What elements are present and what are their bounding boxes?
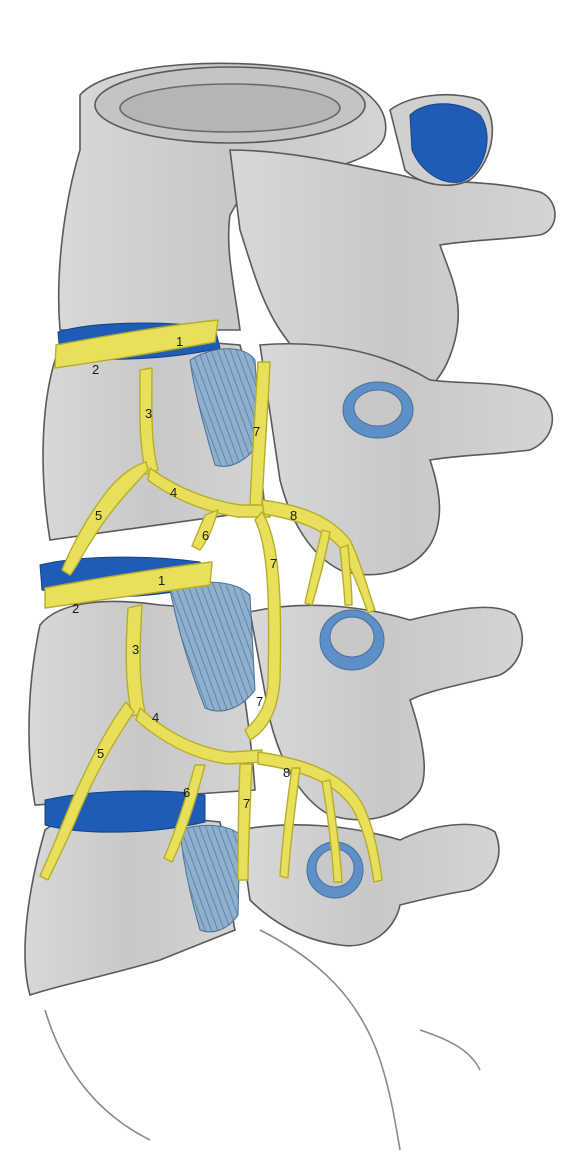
label-lower-8: 8 bbox=[283, 765, 290, 780]
label-upper-7b: 7 bbox=[270, 556, 277, 571]
label-upper-8: 8 bbox=[290, 508, 297, 523]
label-lower-7a: 7 bbox=[256, 694, 263, 709]
label-upper-3: 3 bbox=[145, 406, 152, 421]
label-upper-2: 2 bbox=[92, 362, 99, 377]
label-lower-3: 3 bbox=[132, 642, 139, 657]
label-lower-7b: 7 bbox=[243, 796, 250, 811]
label-lower-2: 2 bbox=[72, 601, 79, 616]
label-upper-1: 1 bbox=[176, 334, 183, 349]
label-upper-6: 6 bbox=[202, 528, 209, 543]
upper-endplate-rim bbox=[120, 84, 340, 132]
label-lower-6: 6 bbox=[183, 785, 190, 800]
label-lower-5: 5 bbox=[97, 746, 104, 761]
label-upper-5: 5 bbox=[95, 508, 102, 523]
middle-facet-inner bbox=[330, 617, 374, 657]
label-lower-1: 1 bbox=[158, 573, 165, 588]
label-lower-4: 4 bbox=[152, 710, 159, 725]
upper-facet-inner bbox=[354, 390, 402, 426]
label-upper-4: 4 bbox=[170, 485, 177, 500]
label-upper-7a: 7 bbox=[253, 424, 260, 439]
